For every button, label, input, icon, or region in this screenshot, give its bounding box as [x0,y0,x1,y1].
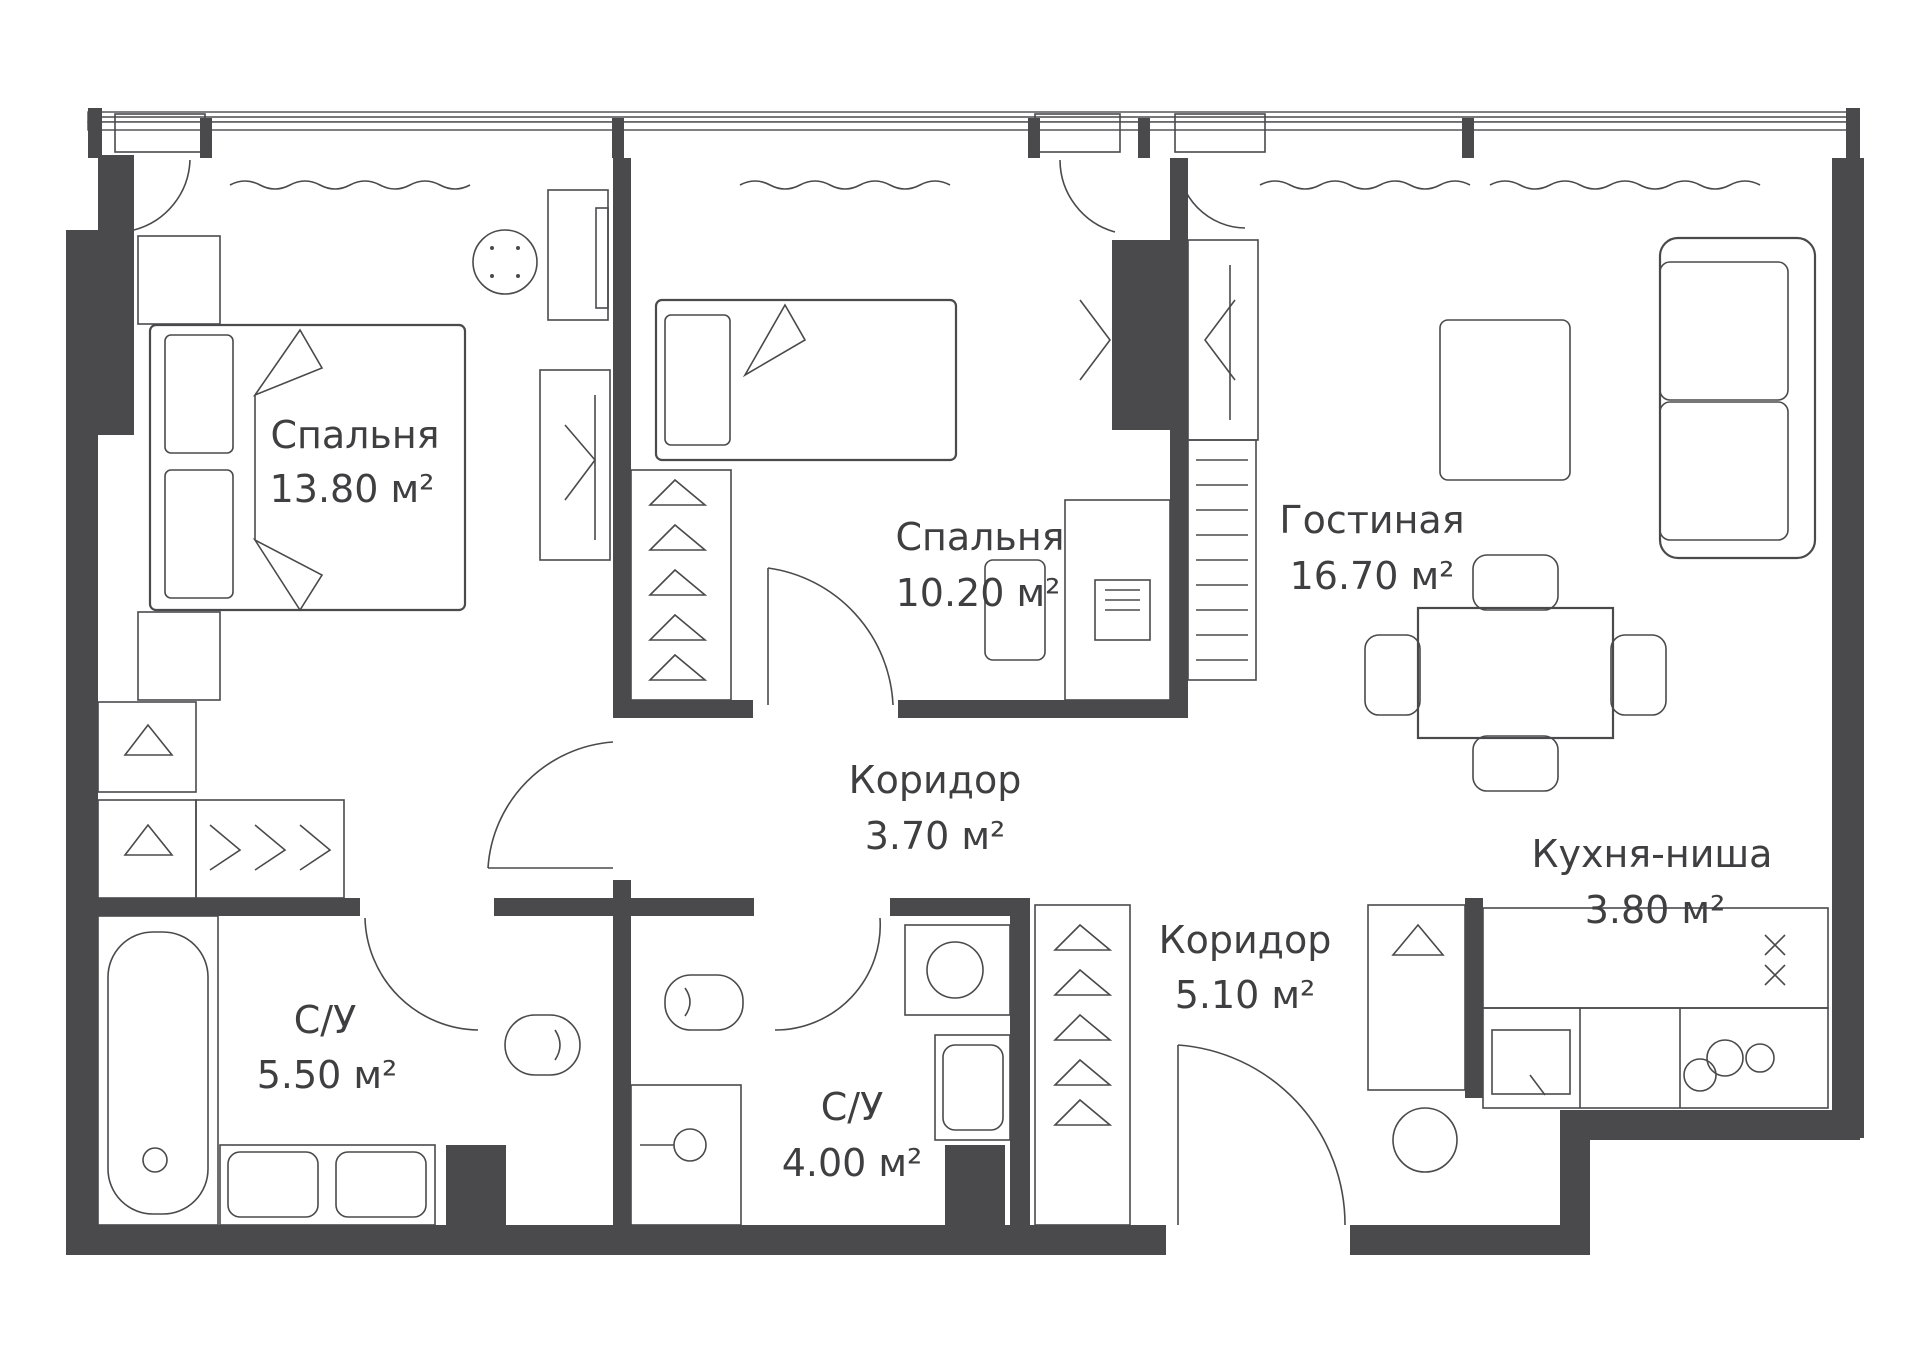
room-label-bathroom-1: С/У 5.50 м² [257,998,398,1097]
room-label-corridor-1: Коридор 3.70 м² [849,758,1022,858]
wardrobe-icon [97,701,345,899]
room-area: 5.10 м² [1175,973,1316,1017]
coffee-table-icon [1439,319,1571,481]
room-label-bathroom-2: С/У 4.00 м² [782,1085,923,1185]
room-area: 5.50 м² [257,1053,398,1097]
room-label-bedroom-1: Спальня 13.80 м² [270,413,440,511]
sink-icon [1491,1029,1571,1096]
room-area: 10.20 м² [896,571,1061,615]
room-name: Кухня-ниша [1532,832,1773,876]
sink-icon [934,1034,1011,1141]
sink-icon [219,1144,436,1226]
room-name: С/У [821,1085,884,1129]
room-name: Спальня [270,413,439,457]
room-name: Спальня [895,515,1064,559]
room-area: 16.70 м² [1290,554,1455,598]
room-label-bedroom-2: Спальня 10.20 м² [895,515,1064,615]
shelf-icon [1187,439,1257,681]
radiator-icon [1079,239,1259,441]
room-area: 3.80 м² [1585,888,1726,932]
washing-machine-icon [904,924,1011,1016]
dining-table-icon [1364,554,1667,792]
nightstand-icon [137,235,221,701]
stove-icon [1482,907,1829,1109]
room-area: 4.00 м² [782,1141,923,1185]
desk-icon [984,499,1171,701]
room-area: 13.80 м² [270,467,435,511]
toilet-icon [664,974,744,1031]
lamp-icon [472,229,538,295]
shower-icon [630,1084,742,1226]
room-area: 3.70 м² [865,814,1006,858]
wardrobe-icon [630,469,732,701]
room-name: Коридор [849,758,1022,802]
door-icon [133,159,1346,1226]
curtain-icon [229,180,1761,190]
room-label-corridor-2: Коридор 5.10 м² [1159,918,1332,1017]
room-label-kitchen-niche: Кухня-ниша 3.80 м² [1532,832,1773,932]
room-name: Гостиная [1279,498,1464,542]
bathtub-icon [97,915,219,1226]
single-bed-icon [654,298,958,462]
room-name: Коридор [1159,918,1332,962]
wardrobe-icon [1367,904,1466,1173]
walls [66,155,1864,1255]
wardrobe-icon [1034,904,1131,1226]
toilet-icon [504,1014,581,1076]
bed-icon [148,323,467,612]
window-icon [87,108,1860,158]
room-label-living-room: Гостиная 16.70 м² [1279,498,1464,598]
radiator-icon [539,189,611,561]
sofa-icon [1658,236,1817,560]
room-name: С/У [294,998,357,1042]
